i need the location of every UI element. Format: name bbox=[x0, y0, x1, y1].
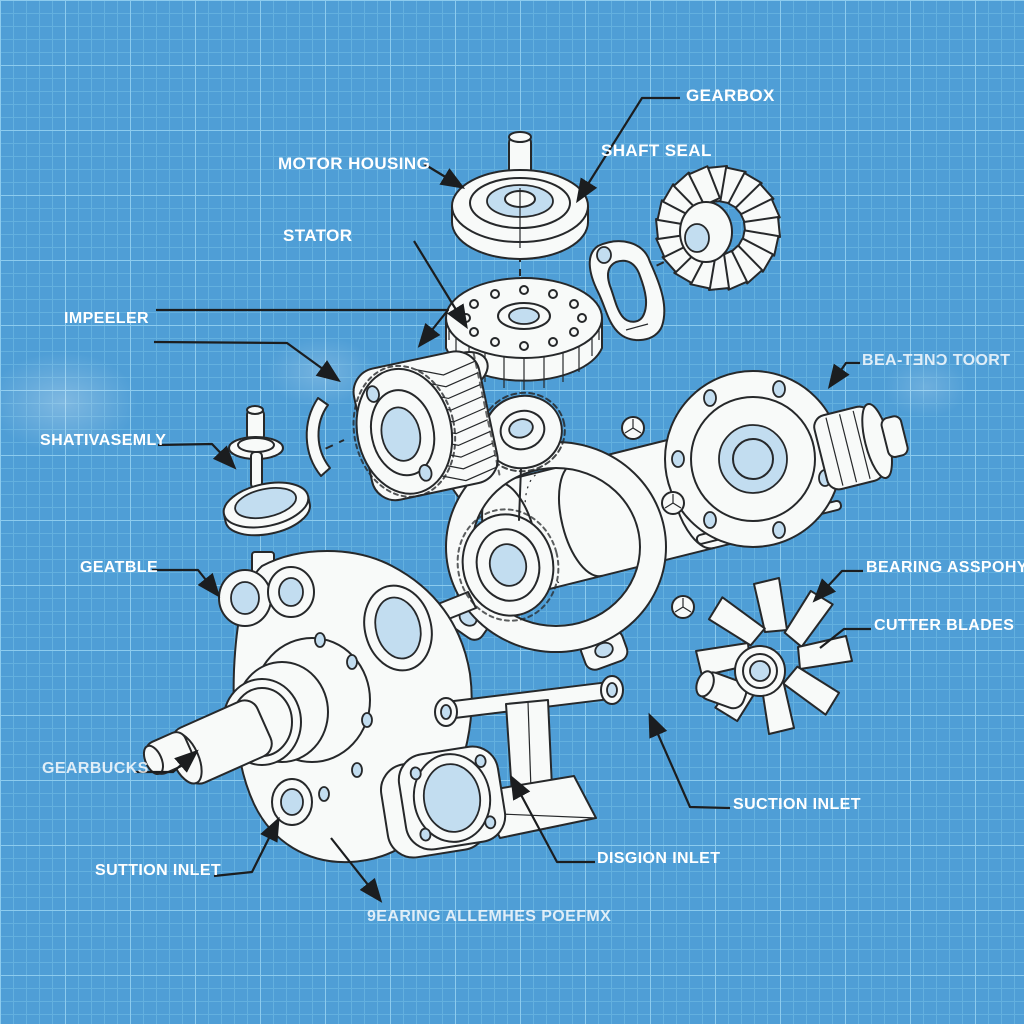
label-bearing-support: BEA-TƎNƆ TOORT bbox=[862, 352, 1011, 369]
label-impeller: IMPEELER bbox=[64, 310, 149, 327]
leader-discharge bbox=[510, 774, 595, 864]
leader-stator bbox=[413, 240, 468, 330]
leader-motor-housing bbox=[423, 163, 466, 189]
part-spur-gear bbox=[480, 391, 566, 521]
part-seal-ring bbox=[363, 584, 433, 672]
leader-bearing-assembly bbox=[812, 569, 863, 603]
leader-gearbox bbox=[576, 96, 680, 204]
label-motor-housing: MOTOR HOUSING bbox=[278, 154, 431, 173]
label-gear-table: GEATBLE bbox=[80, 559, 159, 576]
leader-impeller-upper bbox=[156, 308, 450, 348]
label-shaft-seal: SHAFT SEAL bbox=[601, 141, 712, 160]
part-clamp-bracket bbox=[588, 240, 666, 342]
leader-shaft-assembly bbox=[157, 442, 237, 470]
part-helical-gear bbox=[352, 350, 501, 502]
bolt-head bbox=[621, 416, 695, 619]
leader-suction-left bbox=[213, 816, 280, 878]
leader-lines bbox=[135, 96, 871, 903]
label-suction-inlet-left: SUTTION INLET bbox=[95, 862, 222, 879]
label-gearbox: GEARBOX bbox=[686, 86, 775, 105]
part-bracket-stand bbox=[434, 675, 624, 839]
part-cutter-impeller bbox=[695, 577, 853, 735]
leader-gearbox-lower bbox=[135, 749, 199, 774]
label-cutter-blades: CUTTER BLADES bbox=[874, 617, 1015, 634]
part-shaft-seal-disc bbox=[451, 131, 589, 260]
leader-impeller-lower bbox=[153, 340, 341, 383]
part-woodruff-key bbox=[305, 397, 331, 477]
label-suction-inlet-right: SUCTION INLET bbox=[733, 796, 861, 813]
leader-bearing-support bbox=[827, 361, 860, 389]
label-gearbox-lower: GEARBUCKS bbox=[42, 760, 149, 777]
leader-suction-right bbox=[648, 712, 731, 810]
part-bearing-support-flange bbox=[664, 370, 909, 548]
leader-bearing-bottom bbox=[330, 837, 383, 903]
label-bearing-assembly: BEARING ASSPOHY bbox=[866, 559, 1024, 576]
leader-cutter-blades bbox=[819, 627, 871, 649]
label-bearing-assemblies-bottom: 9EARING ALLEMHES POEFMX bbox=[367, 908, 612, 925]
label-stator: STATOR bbox=[283, 226, 353, 245]
leader-gear-table bbox=[152, 568, 221, 598]
part-shaft-pin bbox=[222, 405, 311, 537]
part-bevel-fan bbox=[654, 164, 782, 292]
part-flange-plate bbox=[380, 745, 507, 859]
label-discharge-inlet: DISGION INLET bbox=[597, 850, 721, 867]
label-shaft-assembly: SHATIVASEMLY bbox=[40, 432, 167, 449]
